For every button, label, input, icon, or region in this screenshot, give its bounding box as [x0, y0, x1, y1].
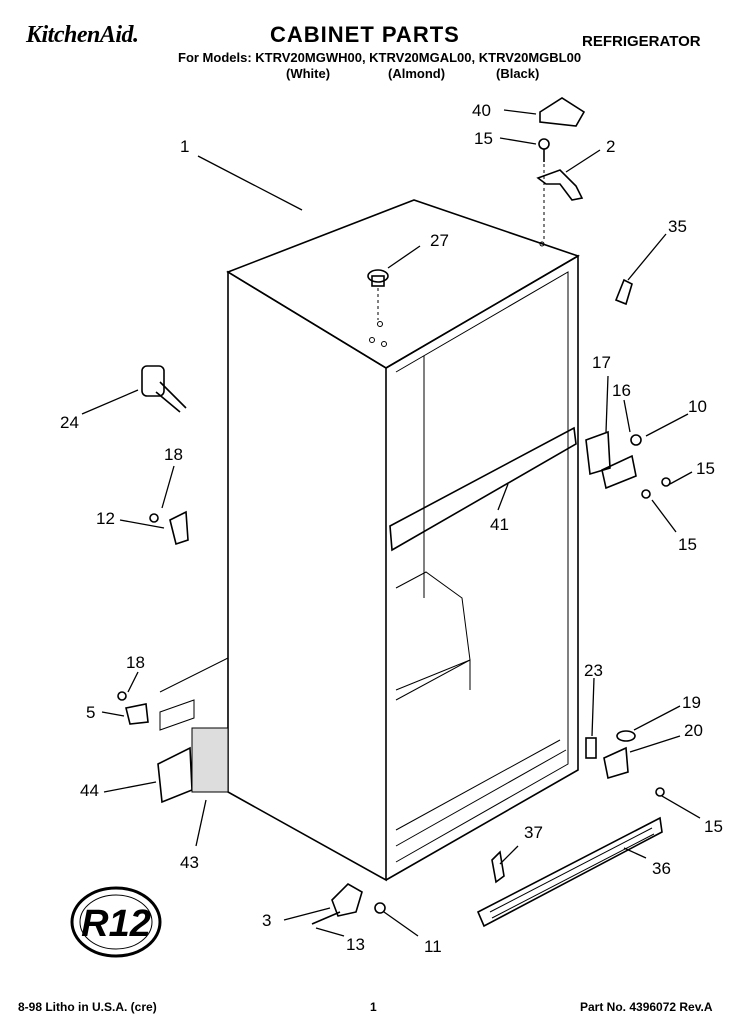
- part-label-36: 36: [652, 859, 671, 878]
- part-label-2: 2: [606, 137, 615, 156]
- r12-badge-text: R12: [81, 903, 151, 945]
- part-27-plug: [367, 269, 389, 320]
- part-41-crossbar: [389, 426, 577, 552]
- part-label-43: 43: [180, 853, 199, 872]
- part-label-16: 16: [612, 381, 631, 400]
- part-3-bottom-hinge: [311, 883, 386, 925]
- part-2-top-hinge: [536, 169, 584, 201]
- part-12-hinge-left: [149, 510, 189, 546]
- part-15-screw-top: [538, 138, 550, 162]
- part-43-insulation-pad: [191, 727, 229, 793]
- part-label-18-lower: 18: [126, 653, 145, 672]
- part-label-5: 5: [86, 703, 95, 722]
- part-label-15-bottom: 15: [704, 817, 723, 836]
- litho-note: 8-98 Litho in U.S.A. (cre): [18, 1000, 157, 1014]
- page-title: CABINET PARTS: [270, 22, 460, 47]
- variant-almond: (Almond): [388, 66, 446, 81]
- part-label-24: 24: [60, 413, 79, 432]
- page-number: 1: [370, 1000, 377, 1014]
- part-24-bracket: [141, 365, 187, 413]
- variant-black: (Black): [496, 66, 540, 81]
- cabinet: [159, 199, 580, 882]
- part-label-1: 1: [180, 137, 189, 156]
- part-label-41: 41: [490, 515, 509, 534]
- part-label-13: 13: [346, 935, 365, 954]
- variant-white: (White): [286, 66, 331, 81]
- part-40-hinge-cover: [539, 97, 586, 127]
- part-label-3: 3: [262, 911, 271, 930]
- models-line: For Models: KTRV20MGWH00, KTRV20MGAL00, …: [178, 50, 582, 65]
- part-number: Part No. 4396072 Rev.A: [580, 1000, 713, 1014]
- part-label-11: 11: [424, 937, 442, 956]
- part-36-grille: [476, 816, 663, 928]
- part-label-10: 10: [688, 397, 707, 416]
- part-label-37: 37: [524, 823, 543, 842]
- part-label-15-top: 15: [474, 129, 493, 148]
- part-label-18-upper: 18: [164, 445, 183, 464]
- part-label-35: 35: [668, 217, 687, 236]
- part-label-17: 17: [592, 353, 611, 372]
- part-label-15-right-b: 15: [678, 535, 697, 554]
- part-label-19: 19: [682, 693, 701, 712]
- part-label-15-right-a: 15: [696, 459, 715, 478]
- part-44-bracket: [157, 746, 193, 804]
- part-label-27: 27: [430, 231, 449, 250]
- r12-badge: R12: [70, 886, 162, 958]
- cabinet-side: [227, 270, 387, 882]
- cabinet-top: [226, 199, 580, 369]
- part-37-clip: [491, 850, 505, 884]
- part-label-12: 12: [96, 509, 115, 528]
- part-35-clip: [614, 278, 633, 306]
- part-label-23: 23: [584, 661, 603, 680]
- part-label-20: 20: [684, 721, 703, 740]
- part-label-44: 44: [80, 781, 99, 800]
- part-20-hinge-lower-right: [585, 730, 665, 797]
- category-label: REFRIGERATOR: [582, 33, 701, 50]
- brand-logo: KitchenAid.: [26, 22, 139, 48]
- part-5-hinge-lower: [117, 691, 195, 731]
- part-17-hinge-right: [585, 430, 671, 499]
- part-label-40: 40: [472, 101, 491, 120]
